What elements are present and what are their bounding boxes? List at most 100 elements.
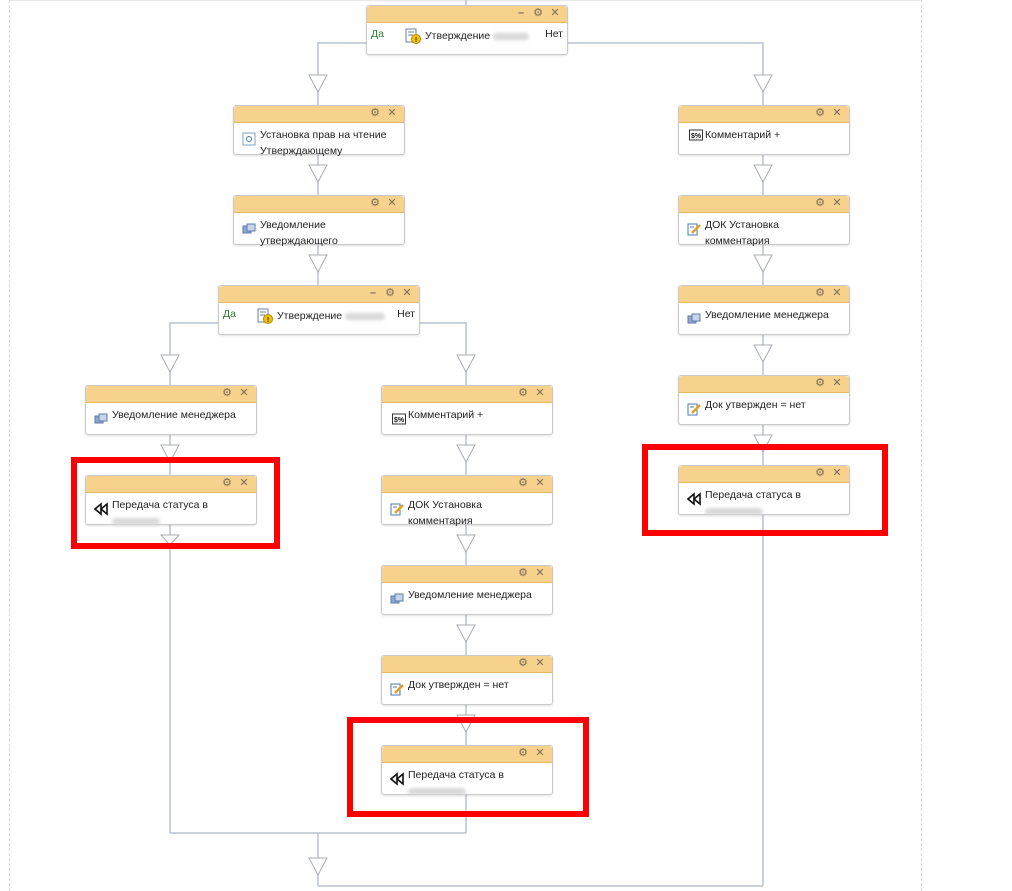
gear-icon[interactable]: ⚙ (518, 747, 528, 759)
activity-header: ⚙✕ (679, 286, 849, 303)
close-icon[interactable]: ✕ (535, 387, 545, 399)
label-line: Передача статуса в (408, 769, 504, 781)
activity-label: Док утвержден = нет (705, 399, 806, 411)
activity-notify-manager-mid[interactable]: ⚙✕ Уведомление менеджера (381, 565, 553, 615)
close-icon[interactable]: ✕ (550, 7, 560, 19)
approval-warning-icon: ! (257, 308, 273, 324)
activity-header: ⚙✕ (234, 106, 404, 123)
minimize-icon[interactable]: – (369, 287, 377, 299)
svg-text:$%: $% (691, 133, 702, 140)
highlight-box-left (71, 457, 280, 549)
close-icon[interactable]: ✕ (832, 287, 842, 299)
close-icon[interactable]: ✕ (535, 567, 545, 579)
close-icon[interactable]: ✕ (535, 477, 545, 489)
close-icon[interactable]: ✕ (832, 377, 842, 389)
activity-doc-approved-right[interactable]: ⚙✕ Док утвержден = нет (678, 375, 850, 425)
activity-header: ⚙✕ (86, 476, 256, 493)
gear-icon[interactable]: ⚙ (518, 567, 528, 579)
canvas-top-border (9, 0, 921, 1)
gear-icon[interactable]: ⚙ (815, 287, 825, 299)
close-icon[interactable]: ✕ (535, 747, 545, 759)
close-icon[interactable]: ✕ (239, 477, 249, 489)
rewind-icon (94, 502, 108, 516)
gear-icon[interactable]: ⚙ (815, 197, 825, 209)
canvas-right-border (921, 0, 922, 891)
gear-icon[interactable]: ⚙ (518, 387, 528, 399)
highlight-box-mid (347, 717, 589, 817)
activity-header: ⚙✕ (382, 746, 552, 763)
edit-document-icon (687, 223, 701, 236)
activity-header: ⚙✕ (382, 656, 552, 673)
activity-transfer-status-right[interactable]: ⚙✕ Передача статуса в (678, 465, 850, 515)
decision-label-text: Утверждение (425, 30, 491, 42)
activity-header: – ⚙ ✕ (367, 6, 567, 23)
activity-header: ⚙✕ (679, 466, 849, 483)
close-icon[interactable]: ✕ (832, 197, 842, 209)
activity-transfer-status-left[interactable]: ⚙✕ Передача статуса в (85, 475, 257, 525)
activity-header: ⚙✕ (382, 476, 552, 493)
activity-header: ⚙✕ (679, 196, 849, 213)
message-icon (242, 223, 256, 234)
activity-header: ⚙✕ (382, 386, 552, 403)
gear-icon[interactable]: ⚙ (370, 107, 380, 119)
decision-approval-inner[interactable]: – ⚙ ✕ Да ! Утверждение Нет (218, 285, 420, 335)
label-line: ДОК Установка (705, 219, 779, 231)
gear-icon[interactable]: ⚙ (815, 467, 825, 479)
edit-document-icon (390, 683, 404, 696)
activity-header: ⚙✕ (234, 196, 404, 213)
activity-notify-manager-left[interactable]: ⚙✕ Уведомление менеджера (85, 385, 257, 435)
label-line: Уведомление (260, 219, 326, 231)
script-icon: $% (392, 413, 406, 425)
activity-label: Док утвержден = нет (408, 679, 509, 691)
decision-label-text: Утверждение (277, 310, 343, 322)
close-icon[interactable]: ✕ (832, 107, 842, 119)
decision-label: Утверждение (425, 30, 530, 42)
close-icon[interactable]: ✕ (535, 657, 545, 669)
activity-label: Уведомление менеджера (112, 409, 236, 421)
activity-comment-right[interactable]: ⚙✕ $% Комментарий + (678, 105, 850, 155)
label-line: Установка прав на чтение (260, 129, 387, 141)
highlight-box-right (642, 444, 888, 536)
activity-header: ⚙✕ (86, 386, 256, 403)
decision-yes-label: Да (371, 28, 384, 40)
close-icon[interactable]: ✕ (387, 197, 397, 209)
svg-text:$%: $% (394, 417, 405, 424)
activity-header: ⚙✕ (382, 566, 552, 583)
message-icon (687, 313, 701, 324)
activity-doc-approved-mid[interactable]: ⚙✕ Док утвержден = нет (381, 655, 553, 705)
activity-label: Передача статуса в (408, 768, 546, 799)
gear-icon[interactable]: ⚙ (518, 657, 528, 669)
redacted-text (705, 507, 763, 515)
close-icon[interactable]: ✕ (832, 467, 842, 479)
svg-text:!: ! (415, 37, 417, 44)
close-icon[interactable]: ✕ (239, 387, 249, 399)
activity-notify-manager-right[interactable]: ⚙✕ Уведомление менеджера (678, 285, 850, 335)
gear-icon[interactable]: ⚙ (815, 377, 825, 389)
activity-header: ⚙✕ (679, 376, 849, 393)
close-icon[interactable]: ✕ (387, 107, 397, 119)
gear-icon[interactable]: ⚙ (370, 197, 380, 209)
decision-approval-top[interactable]: – ⚙ ✕ Да ! Утверждение Нет (366, 5, 568, 55)
gear-icon[interactable]: ⚙ (815, 107, 825, 119)
gear-icon[interactable]: ⚙ (222, 477, 232, 489)
gear-icon[interactable]: ⚙ (518, 477, 528, 489)
gear-icon[interactable]: ⚙ (385, 287, 395, 299)
label-line: Утверждающему (260, 145, 343, 157)
gear-icon[interactable]: ⚙ (533, 7, 543, 19)
activity-comment-mid[interactable]: ⚙✕ $% Комментарий + (381, 385, 553, 435)
label-line: комментария (705, 235, 770, 247)
close-icon[interactable]: ✕ (402, 287, 412, 299)
minimize-icon[interactable]: – (517, 7, 525, 19)
label-line: утверждающего (260, 235, 338, 247)
activity-transfer-status-mid[interactable]: ⚙✕ Передача статуса в (381, 745, 553, 795)
gear-icon[interactable]: ⚙ (222, 387, 232, 399)
activity-header: ⚙✕ (679, 106, 849, 123)
canvas-left-border (9, 0, 10, 891)
message-icon (94, 413, 108, 424)
